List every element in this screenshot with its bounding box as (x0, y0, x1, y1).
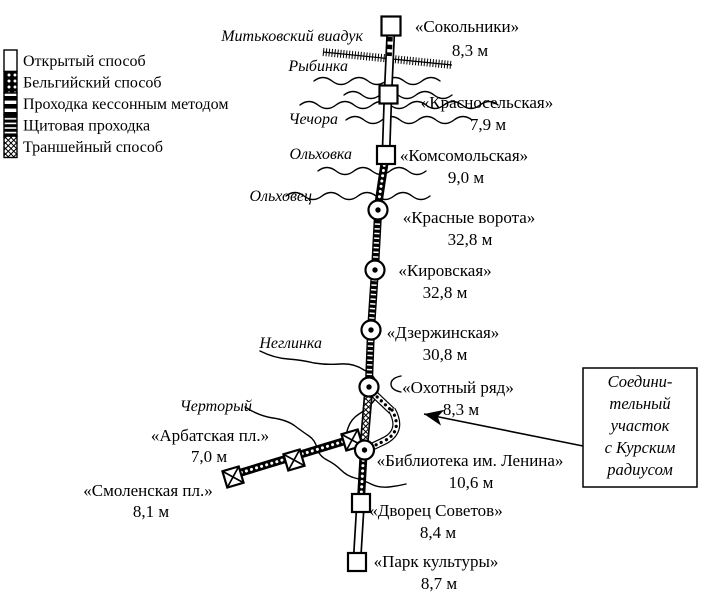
river-neglinka-path (259, 350, 379, 445)
station-depth: 30,8 м (423, 345, 468, 364)
river-label: Чечора (288, 111, 338, 128)
note-arrow (423, 409, 584, 447)
legend-swatch-trench (3, 135, 18, 159)
station-label: «Комсомольская» (400, 146, 528, 165)
station-depth: 32,8 м (423, 283, 468, 302)
station-symbol-arbatskaya (282, 448, 306, 472)
station-depth: 9,0 м (448, 168, 485, 187)
legend: Открытый способ Бельгийский способ Прохо… (3, 49, 228, 159)
segment-belgian-biblioteka (361, 455, 364, 499)
river-neglinka-squiggle (390, 375, 402, 393)
river-chechora-wave (345, 115, 473, 125)
river-olkhovets-wave (285, 191, 431, 201)
note-line: тельный (609, 394, 671, 413)
segment-caisson-stub (389, 37, 390, 56)
station-symbol-krasnoselskaya (378, 84, 399, 105)
note-box (582, 367, 698, 488)
station-depth: 8,1 м (133, 502, 170, 521)
note-line: с Курским (605, 438, 676, 457)
legend-swatch-caisson (3, 92, 18, 116)
river-label: Черторый (180, 398, 252, 415)
station-depth: 8,4 м (420, 523, 457, 542)
station-symbol-kirovskaya (364, 259, 386, 281)
viaduct-label: Митьковский виадук (220, 28, 363, 45)
station-label: «Охотный ряд» (402, 378, 514, 397)
station-label: «Красносельская» (421, 93, 553, 112)
river-chechora-wave (299, 100, 499, 110)
connector-note: Соедини- тельный участок с Курским радиу… (423, 367, 698, 488)
river-label: Рыбинка (287, 58, 348, 75)
legend-item-label: Проходка кессонным методом (23, 96, 228, 113)
station-label: «Дворец Советов» (369, 501, 502, 520)
river-label: Ольховец (249, 188, 312, 205)
segment-belgian-komsomolskaya (379, 160, 386, 203)
legend-item-label: Бельгийский способ (23, 75, 162, 92)
legend-item-label: Открытый способ (23, 53, 146, 70)
station-symbol-sokolniki (380, 15, 402, 37)
note-line: участок (609, 416, 670, 435)
station-symbol-komsomolskaya (375, 144, 397, 166)
legend-item-label: Траншейный способ (23, 139, 163, 156)
station-symbol-okhotny-ryad (358, 376, 380, 398)
station-depth: 7,9 м (470, 115, 507, 134)
legend-swatch-belgian (3, 70, 18, 94)
river-labels: Митьковский виадук Рыбинка Чечора Ольхов… (180, 28, 364, 415)
station-label: «Смоленская пл.» (83, 481, 213, 500)
station-symbol-park-kultury (346, 551, 368, 573)
legend-swatch-open (3, 49, 18, 73)
river-label: Неглинка (258, 335, 322, 352)
station-label: «Кировская» (398, 261, 491, 280)
station-label: «Дзержинская» (387, 323, 500, 342)
station-labels: «Сокольники» 8,3 м «Красносельская» 7,9 … (83, 17, 563, 593)
station-label: «Парк культуры» (374, 552, 499, 571)
station-depth: 7,0 м (191, 447, 228, 466)
note-line: Соедини- (608, 372, 673, 391)
station-symbol-dzerzhinskaya (360, 319, 382, 341)
segment-trench (364, 392, 369, 445)
station-symbols (221, 15, 402, 573)
note-line: радиусом (606, 460, 673, 479)
station-symbol-smolenskaya (221, 465, 245, 489)
station-symbol-krasnye-vorota (367, 199, 389, 221)
river-label: Ольховка (289, 146, 352, 163)
river-rybinka-wave (313, 76, 441, 86)
station-depth: 10,6 м (449, 473, 494, 492)
station-depth: 8,3 м (452, 41, 489, 60)
line-segments (233, 28, 396, 561)
station-label: «Сокольники» (415, 17, 519, 36)
station-depth: 8,3 м (443, 400, 480, 419)
river-olkhovka-wave (317, 166, 427, 176)
station-depth: 8,7 м (421, 574, 458, 593)
station-depth: 32,8 м (448, 230, 493, 249)
station-label: «Арбатская пл.» (151, 426, 269, 445)
legend-item-label: Щитовая проходка (23, 118, 150, 135)
legend-swatch-shield (3, 113, 18, 137)
station-symbol-dvorets-sovetov (350, 492, 372, 514)
station-symbol-biblioteka (353, 439, 376, 461)
station-label: «Библиотека им. Ленина» (377, 451, 564, 470)
segment-shield-deep (369, 214, 378, 382)
river-chertory-path (244, 406, 407, 488)
station-label: «Красные ворота» (403, 208, 536, 227)
